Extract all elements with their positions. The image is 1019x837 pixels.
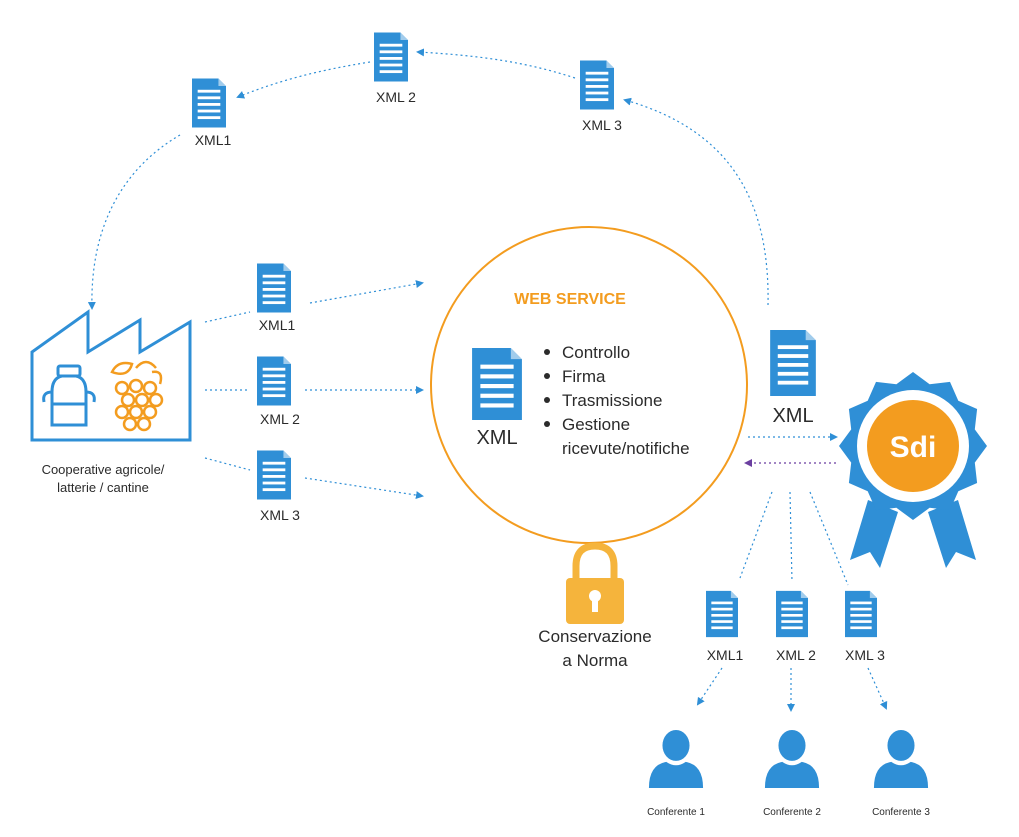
- sdi-xml-doc: XML: [770, 330, 816, 427]
- doc-label: XML1: [707, 647, 744, 663]
- factory-label-line2: latterie / cantine: [57, 480, 149, 495]
- list-item: Gestione: [562, 415, 630, 434]
- list-item: ricevute/notifiche: [562, 439, 690, 458]
- document-icon: [374, 32, 408, 82]
- factory: Cooperative agricole/ latterie / cantine: [30, 309, 192, 495]
- factory-label-line1: Cooperative agricole/: [42, 462, 165, 477]
- conferente-label: Conferente 3: [872, 807, 930, 818]
- doc-label: XML 3: [845, 647, 885, 663]
- document-icon: [257, 263, 291, 313]
- arrow-sdi-to-bottom-xml1: [739, 491, 773, 579]
- bottom-doc-xml2: XML 2: [776, 590, 816, 663]
- bottom-doc-xml3: XML 3: [845, 590, 885, 663]
- left-doc-xml2: XML 2: [257, 356, 300, 427]
- conferente-label: Conferente 1: [647, 807, 705, 818]
- ribbon-right: [928, 500, 976, 568]
- document-icon: [192, 78, 226, 128]
- document-icon: [706, 590, 738, 638]
- list-item: Firma: [562, 367, 606, 386]
- lock-label-line2: a Norma: [562, 651, 628, 670]
- doc-label: XML 2: [376, 89, 416, 105]
- document-icon: [776, 590, 808, 638]
- conferente-3: Conferente 3: [872, 730, 930, 818]
- ribbon-left: [850, 500, 898, 568]
- sdi-xml-label: XML: [772, 405, 813, 427]
- document-icon: [770, 330, 816, 396]
- left-doc-xml3: XML 3: [257, 450, 300, 523]
- doc-label: XML1: [259, 317, 296, 333]
- document-icon: [845, 590, 877, 638]
- conferente-1: Conferente 1: [647, 730, 705, 818]
- document-icon: [472, 348, 522, 420]
- sdi-seal-core: [867, 400, 959, 492]
- arrow-sdi-to-xml3: [623, 97, 769, 306]
- connectors: [87, 48, 888, 712]
- arrow-factory-xml3-in: [204, 457, 251, 471]
- doc-label: XML 3: [582, 117, 622, 133]
- doc-label: XML 2: [776, 647, 816, 663]
- web-service-xml-label: XML: [476, 427, 517, 449]
- bottom-doc-xml1: XML1: [706, 590, 744, 663]
- doc-label: XML 3: [260, 507, 300, 523]
- arrow-xml3-to-webservice: [304, 477, 424, 500]
- conferente-2: Conferente 2: [763, 730, 821, 818]
- top-doc-xml2: XML 2: [374, 32, 416, 105]
- factory-icon: [30, 309, 192, 442]
- conferente-label: Conferente 2: [763, 807, 821, 818]
- person-icon: [764, 730, 820, 788]
- grapes-icon: [110, 360, 164, 432]
- doc-label: XML1: [195, 132, 232, 148]
- document-icon: [580, 60, 614, 110]
- top-doc-xml3: XML 3: [580, 60, 622, 133]
- arrow-factory-xml1-in: [204, 311, 251, 323]
- milk-can-icon: [42, 364, 96, 427]
- list-item: Controllo: [562, 343, 630, 362]
- doc-label: XML 2: [260, 411, 300, 427]
- sdi-label: Sdi: [890, 431, 937, 464]
- sdi-badge: Sdi: [839, 372, 987, 568]
- list-item: Trasmissione: [562, 391, 662, 410]
- left-doc-xml1: XML1: [257, 263, 295, 333]
- arrow-xml1-to-conferente1: [696, 667, 723, 706]
- document-icon: [257, 450, 291, 500]
- person-icon: [648, 730, 704, 788]
- web-service-title: WEB SERVICE: [514, 291, 626, 308]
- top-doc-xml1: XML1: [192, 78, 231, 148]
- padlock-icon: [566, 542, 624, 624]
- document-icon: [257, 356, 291, 406]
- lock-label-line1: Conservazione: [538, 627, 651, 646]
- person-icon: [873, 730, 929, 788]
- arrow-xml3-to-conferente3: [867, 667, 888, 710]
- web-service: WEB SERVICE XML Controllo Firma Trasmiss…: [430, 226, 748, 544]
- arrow-xml2-to-xml1: [236, 61, 371, 99]
- arrow-xml1-to-webservice: [309, 280, 424, 304]
- arrow-xml3-to-xml2: [416, 48, 576, 79]
- arrow-sdi-to-bottom-xml2: [789, 491, 793, 583]
- arrow-xml1-to-factory: [87, 134, 181, 310]
- arrow-sdi-to-bottom-xml3: [809, 491, 849, 586]
- conservazione: Conservazione a Norma: [538, 542, 652, 670]
- web-service-list: Controllo Firma Trasmissione Gestione ri…: [544, 343, 690, 458]
